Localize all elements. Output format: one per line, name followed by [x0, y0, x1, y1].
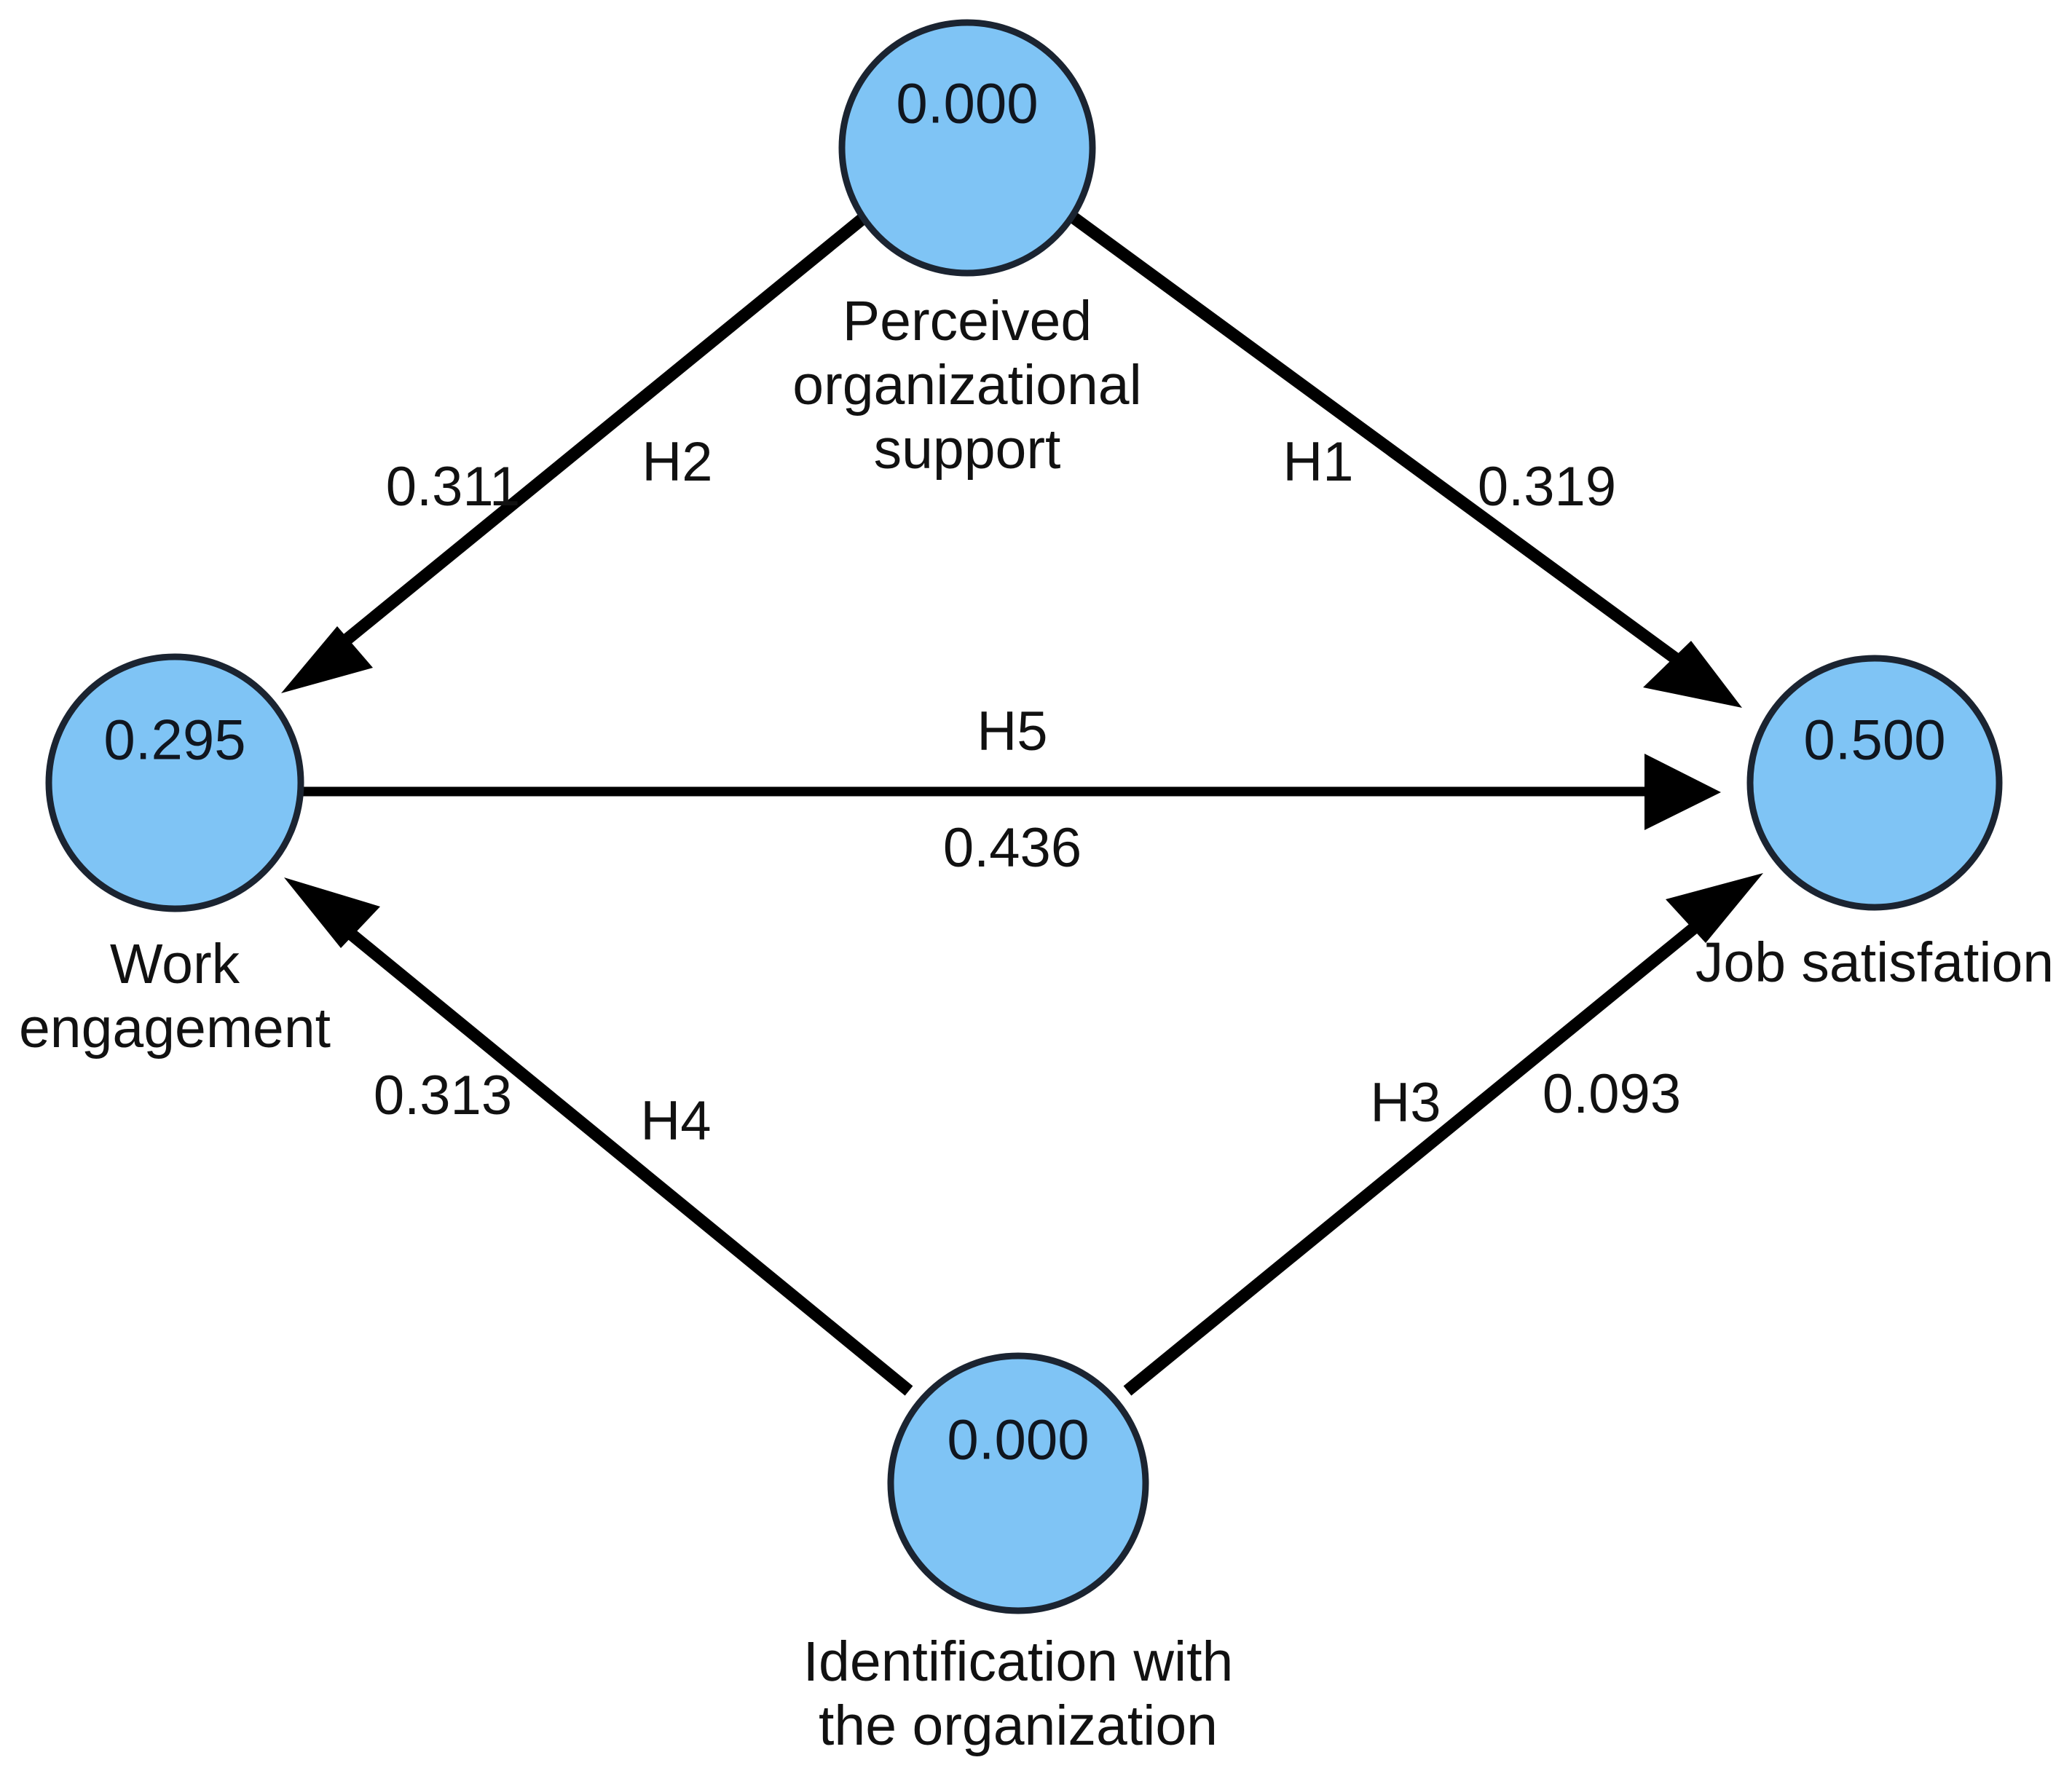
node-job-satisfation[interactable]: 0.500 Job satisfation [1695, 655, 2054, 994]
edge-h2 [281, 206, 876, 693]
node-perceived-organizational-support[interactable]: 0.000 Perceived organizational support [792, 19, 1142, 481]
node-caption-perceived-organizational-support-line3: support [874, 418, 1061, 481]
node-value-perceived-organizational-support: 0.000 [896, 71, 1038, 135]
node-circle-work-engagement[interactable] [45, 653, 304, 912]
edge-label-h3-coefficient: 0.093 [1543, 1063, 1681, 1125]
edge-h5-arrowhead [1644, 754, 1721, 830]
node-caption-work-engagement-line1: Work [110, 933, 240, 995]
node-caption-job-satisfation-line1: Job satisfation [1695, 931, 2054, 994]
edge-h5 [302, 754, 1721, 830]
node-identification-with-the-organization[interactable]: 0.000 Identification with the organizati… [803, 1352, 1234, 1757]
edge-h4-arrowhead [284, 877, 380, 948]
edge-label-h1-coefficient: 0.319 [1478, 456, 1616, 518]
edge-h4-line [309, 898, 913, 1396]
edge-h1-line [1060, 206, 1717, 691]
node-caption-identification-with-the-organization-line1: Identification with [803, 1630, 1234, 1693]
edge-label-h4-hypothesis: H4 [640, 1090, 711, 1152]
edge-label-h1-hypothesis: H1 [1283, 431, 1353, 493]
edge-h1-arrowhead [1643, 641, 1742, 708]
edge-h3 [1123, 873, 1763, 1396]
node-circle-perceived-organizational-support[interactable] [838, 19, 1096, 277]
edge-h3-arrowhead [1666, 873, 1763, 943]
edge-label-h4-coefficient: 0.313 [374, 1065, 512, 1126]
edge-label-h5-coefficient: 0.436 [943, 817, 1082, 879]
edge-h4 [284, 877, 913, 1396]
edge-h2-line [305, 206, 876, 675]
node-work-engagement[interactable]: 0.295 Work engagement [19, 653, 331, 1059]
node-value-work-engagement: 0.295 [103, 708, 245, 772]
node-caption-identification-with-the-organization-line2: the organization [819, 1694, 1218, 1757]
node-circle-job-satisfation[interactable] [1746, 655, 2003, 911]
edge-label-h2-coefficient: 0.311 [386, 456, 521, 518]
edge-h3-line [1123, 901, 1725, 1396]
edge-label-h2-hypothesis: H2 [642, 431, 712, 493]
node-value-identification-with-the-organization: 0.000 [947, 1408, 1089, 1472]
node-value-job-satisfation: 0.500 [1803, 708, 1945, 772]
node-caption-work-engagement-line2: engagement [19, 997, 331, 1059]
edge-label-h3-hypothesis: H3 [1370, 1072, 1441, 1134]
node-circle-identification-with-the-organization[interactable] [887, 1352, 1149, 1614]
node-caption-perceived-organizational-support-line1: Perceived [843, 290, 1092, 352]
edge-h2-arrowhead [281, 626, 373, 693]
edge-label-h5-hypothesis: H5 [977, 701, 1047, 762]
edge-h1 [1060, 206, 1742, 708]
node-caption-perceived-organizational-support-line2: organizational [792, 354, 1141, 417]
